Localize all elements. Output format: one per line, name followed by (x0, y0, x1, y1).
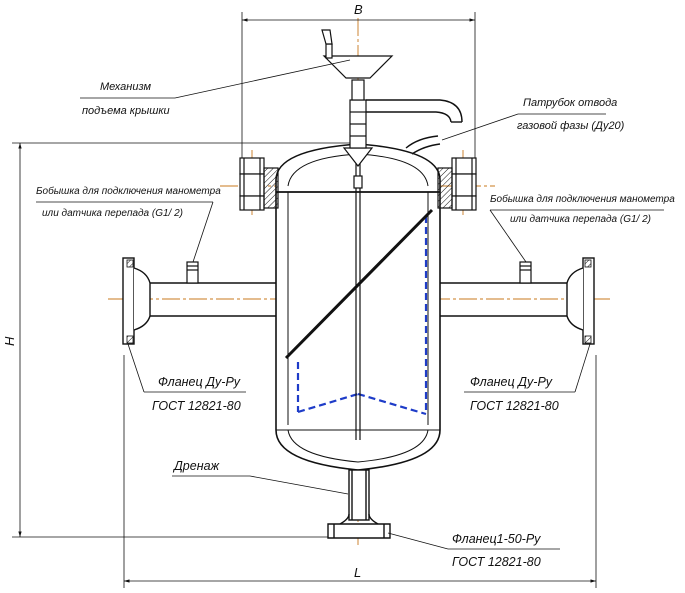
mechanism-label-1: Механизм (100, 81, 151, 93)
filter-screen (296, 216, 428, 416)
boss-right-label-2: или датчика перепада (G1/ 2) (510, 214, 651, 225)
lifting-mechanism (321, 29, 394, 440)
gas-outlet-label-2: газовой фазы (Ду20) (517, 120, 625, 132)
flange-drain-label-2: ГОСТ 12821-80 (452, 555, 541, 569)
mechanism-label-2: подъема крышки (82, 105, 170, 117)
flange-drain-label-1: Фланец1-50-Ру (452, 532, 541, 546)
dimension-h-label: H (2, 336, 17, 346)
flange-left-label-1: Фланец Ду-Ру (158, 375, 241, 389)
dimension-l (123, 355, 597, 588)
boss-left-label-1: Бобышка для подключения манометра (36, 185, 221, 197)
gas-outlet-pipe (366, 99, 463, 155)
vessel-body (275, 143, 441, 471)
drain-pipe (327, 469, 391, 539)
flange-left-label-2: ГОСТ 12821-80 (152, 399, 241, 413)
outlet-pipe-right (425, 257, 595, 345)
diagonal-partition (284, 208, 434, 360)
leader-lines (36, 59, 664, 550)
boss-left-label-2: или датчика перепада (G1/ 2) (42, 208, 183, 219)
dimension-l-label: L (354, 565, 361, 580)
boss-right (519, 261, 532, 284)
dimension-b-label: B (354, 2, 363, 17)
cover-flange-left (239, 157, 279, 211)
boss-right-label-1: Бобышка для подключения манометра (490, 193, 675, 205)
inlet-pipe-left (122, 257, 293, 345)
boss-left (186, 261, 199, 284)
dimension-h (12, 142, 362, 538)
cover-flange-right (437, 157, 477, 211)
flange-right-label-2: ГОСТ 12821-80 (470, 399, 559, 413)
gas-outlet-label-1: Патрубок отвода (523, 97, 617, 109)
dimension-b (241, 12, 476, 162)
flange-right-label-1: Фланец Ду-Ру (470, 375, 553, 389)
drain-label: Дренаж (172, 459, 221, 473)
